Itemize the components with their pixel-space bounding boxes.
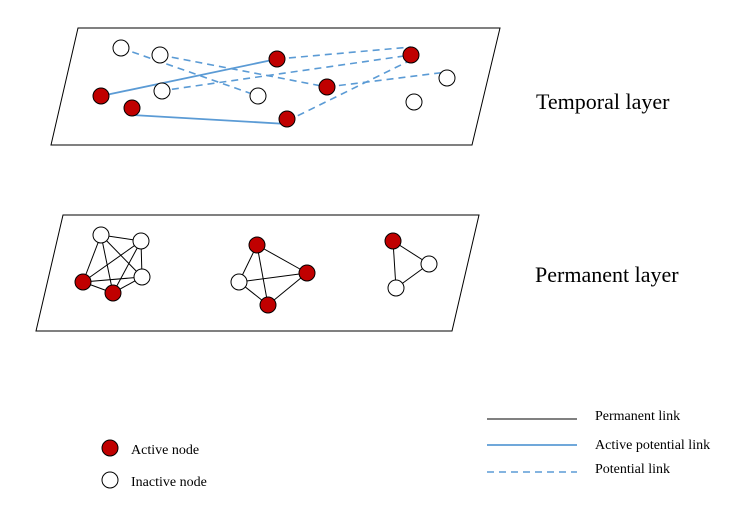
active-node: [384, 232, 402, 250]
potential-link: [159, 54, 412, 92]
active-node: [402, 46, 420, 64]
potential-link: [120, 47, 259, 97]
legend-active-node-label: Active node: [131, 443, 199, 458]
legend-potential-link-label: Potential link: [595, 462, 670, 477]
legend-active-potential-link-label: Active potential link: [595, 438, 710, 453]
permanent-layer-label: Permanent layer: [535, 262, 679, 287]
legend-links: Permanent link Active potential link Pot…: [487, 409, 710, 477]
active-node: [92, 87, 110, 105]
temporal-layer-label: Temporal layer: [536, 89, 670, 114]
legend-permanent-link-label: Permanent link: [595, 409, 680, 424]
temporal-nodes: [92, 39, 456, 128]
active-node: [268, 50, 286, 68]
active-node: [248, 236, 266, 254]
inactive-node: [132, 232, 150, 250]
active-node: [259, 296, 277, 314]
cluster-1-nodes: [74, 226, 151, 302]
active-node: [104, 284, 122, 302]
inactive-node: [230, 273, 248, 291]
inactive-node: [92, 226, 110, 244]
active-node: [298, 264, 316, 282]
legend-nodes: Active node Inactive node: [101, 439, 207, 490]
inactive-node: [153, 82, 171, 100]
inactive-node: [112, 39, 130, 57]
potential-link: [276, 46, 412, 60]
inactive-node: [151, 46, 169, 64]
legend-active-node-swatch: [101, 439, 119, 457]
active-potential-link: [131, 114, 288, 125]
cluster-2-nodes: [230, 236, 316, 314]
active-node: [123, 99, 141, 117]
potential-link: [159, 54, 328, 88]
inactive-node: [405, 93, 423, 111]
potential-link: [326, 71, 448, 88]
cluster-3-nodes: [384, 232, 438, 297]
temporal-links: [100, 46, 448, 125]
active-node: [74, 273, 92, 291]
inactive-node: [387, 279, 405, 297]
inactive-node: [438, 69, 456, 87]
active-node: [318, 78, 336, 96]
inactive-node: [133, 268, 151, 286]
legend-inactive-node-swatch: [101, 471, 119, 489]
inactive-node: [249, 87, 267, 105]
active-potential-link: [100, 58, 278, 97]
active-node: [278, 110, 296, 128]
inactive-node: [420, 255, 438, 273]
legend-inactive-node-label: Inactive node: [131, 475, 207, 490]
